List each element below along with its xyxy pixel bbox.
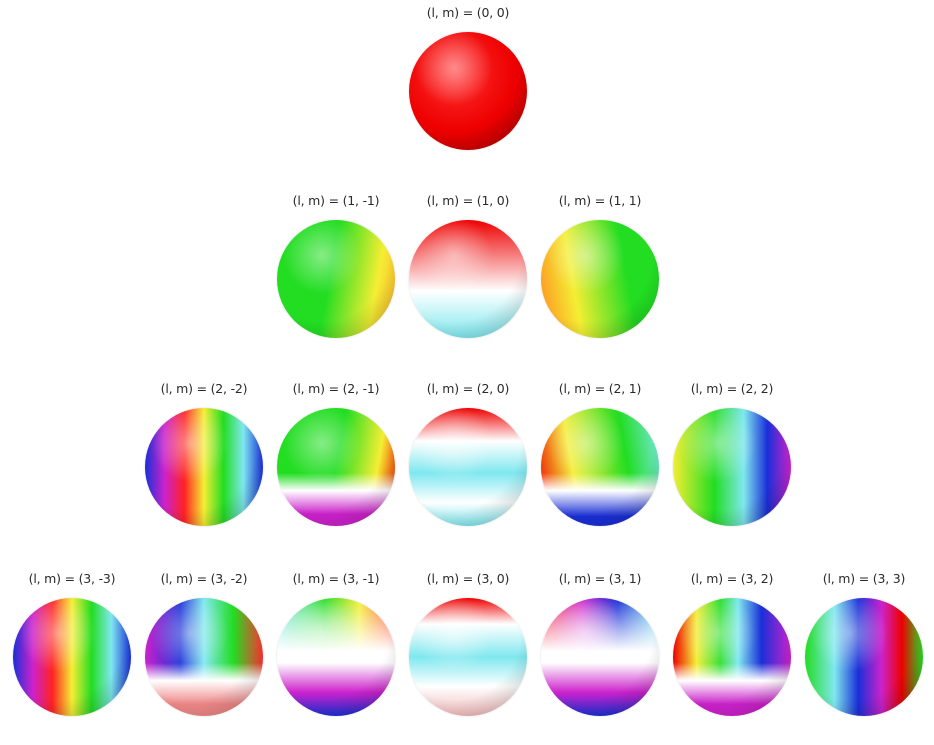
harmonic-2-1: (l, m) = (2, 1): [535, 380, 665, 526]
harmonic-1-0: (l, m) = (1, 0): [403, 192, 533, 338]
harmonic-sphere: [409, 408, 527, 526]
harmonic-label: (l, m) = (3, -3): [28, 571, 116, 586]
harmonic-sphere: [409, 220, 527, 338]
harmonic-sphere: [277, 220, 395, 338]
harmonic-3-m2: (l, m) = (3, -2): [139, 570, 269, 716]
harmonic-label: (l, m) = (2, 1): [558, 381, 642, 396]
harmonic-3-2: (l, m) = (3, 2): [667, 570, 797, 716]
harmonic-label: (l, m) = (3, 1): [558, 571, 642, 586]
harmonic-sphere: [409, 598, 527, 716]
harmonic-label: (l, m) = (3, -2): [160, 571, 248, 586]
harmonic-sphere: [541, 598, 659, 716]
harmonic-label: (l, m) = (1, 1): [558, 193, 642, 208]
harmonic-sphere: [277, 408, 395, 526]
harmonic-0-0: (l, m) = (0, 0): [403, 4, 533, 150]
harmonic-3-3: (l, m) = (3, 3): [799, 570, 929, 716]
harmonic-label: (l, m) = (3, 0): [426, 571, 510, 586]
harmonic-label: (l, m) = (2, -1): [292, 381, 380, 396]
harmonic-1-m1: (l, m) = (1, -1): [271, 192, 401, 338]
harmonic-sphere: [13, 598, 131, 716]
harmonic-sphere: [541, 220, 659, 338]
harmonic-3-0: (l, m) = (3, 0): [403, 570, 533, 716]
harmonic-label: (l, m) = (2, 0): [426, 381, 510, 396]
harmonic-sphere: [277, 598, 395, 716]
harmonic-1-1: (l, m) = (1, 1): [535, 192, 665, 338]
harmonic-sphere: [673, 598, 791, 716]
harmonic-sphere: [145, 408, 263, 526]
harmonic-sphere: [409, 32, 527, 150]
harmonic-label: (l, m) = (2, 2): [690, 381, 774, 396]
harmonic-sphere: [805, 598, 923, 716]
harmonic-sphere: [541, 408, 659, 526]
harmonic-2-m2: (l, m) = (2, -2): [139, 380, 269, 526]
harmonic-2-2: (l, m) = (2, 2): [667, 380, 797, 526]
harmonic-label: (l, m) = (1, 0): [426, 193, 510, 208]
harmonic-label: (l, m) = (3, 3): [822, 571, 906, 586]
harmonic-sphere: [145, 598, 263, 716]
harmonic-label: (l, m) = (1, -1): [292, 193, 380, 208]
harmonic-3-m1: (l, m) = (3, -1): [271, 570, 401, 716]
harmonic-sphere: [673, 408, 791, 526]
harmonic-2-m1: (l, m) = (2, -1): [271, 380, 401, 526]
harmonic-label: (l, m) = (0, 0): [426, 5, 510, 20]
harmonic-3-m3: (l, m) = (3, -3): [7, 570, 137, 716]
harmonic-label: (l, m) = (2, -2): [160, 381, 248, 396]
harmonic-2-0: (l, m) = (2, 0): [403, 380, 533, 526]
harmonic-3-1: (l, m) = (3, 1): [535, 570, 665, 716]
harmonic-label: (l, m) = (3, -1): [292, 571, 380, 586]
harmonic-label: (l, m) = (3, 2): [690, 571, 774, 586]
